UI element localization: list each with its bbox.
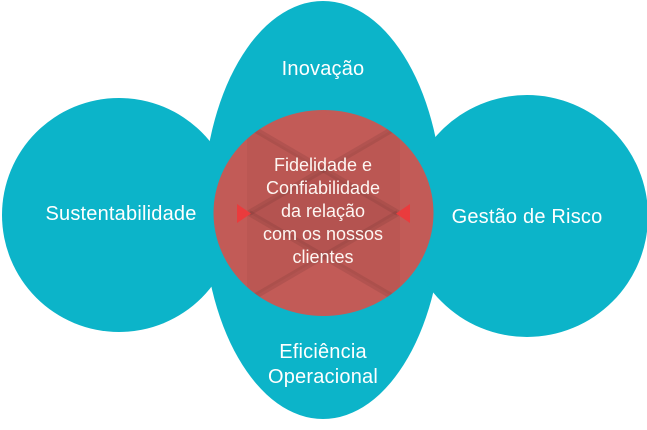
circle-sustainability	[2, 98, 236, 332]
center-statement: Fidelidade e Confiabilidade da relação c…	[262, 155, 384, 267]
center-decoration	[245, 122, 402, 304]
label-innovation: Inovação	[281, 58, 365, 80]
label-sustainability: Sustentabilidade	[45, 203, 197, 225]
label-operational-efficiency: Eficiência Operacional	[267, 341, 379, 388]
circle-risk-management	[406, 95, 647, 337]
circle-center-fidelity	[213, 110, 434, 316]
right-arrow-icon	[396, 204, 410, 223]
left-arrow-icon	[237, 204, 251, 223]
label-risk-management: Gestão de Risco	[451, 206, 603, 228]
